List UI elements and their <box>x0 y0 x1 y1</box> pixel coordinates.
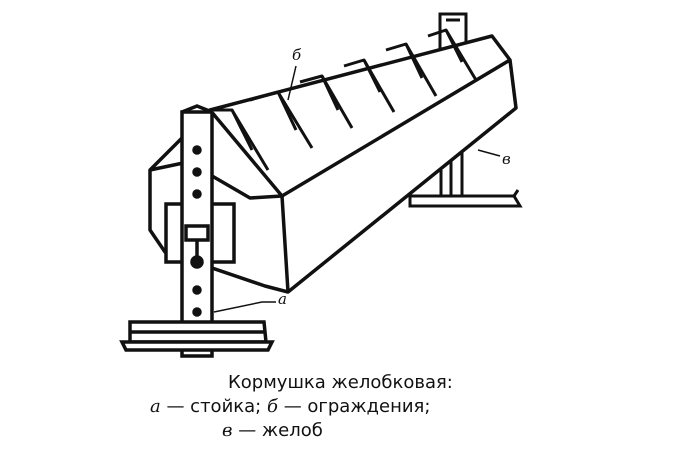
caption-title: Кормушка желобковая: <box>228 372 453 393</box>
caption-legend-line-2: в — желоб <box>150 419 670 443</box>
leader-lines <box>213 65 501 313</box>
legend-letter-v: в <box>222 420 233 441</box>
legend-text-b: — ограждения; <box>277 396 431 417</box>
figure-caption: Кормушка желобковая: а — стойка; б — огр… <box>150 371 670 443</box>
trough-feeder-drawing: б в а <box>119 12 523 358</box>
left-support-post <box>164 104 236 358</box>
legend-letter-b: б <box>266 396 278 417</box>
label-a: а <box>278 290 287 308</box>
left-base-rail <box>119 320 275 352</box>
trough-body <box>148 34 518 294</box>
caption-legend-line-1: а — стойка; б — ограждения; <box>150 395 670 419</box>
label-v: в <box>502 150 511 168</box>
legend-text-v: — желоб <box>232 420 323 441</box>
right-base-rail <box>408 189 523 208</box>
legend-letter-a: а <box>150 396 161 417</box>
label-b: б <box>292 46 302 64</box>
guard-frames <box>214 28 478 171</box>
legend-text-a: — стойка; <box>160 396 267 417</box>
